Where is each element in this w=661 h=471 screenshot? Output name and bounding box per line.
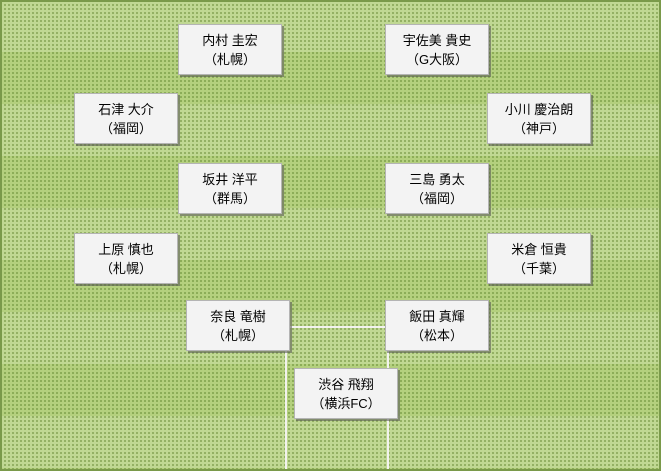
player-club: （札幌） (203, 51, 256, 67)
player-card[interactable]: 坂井 洋平 （群馬） (178, 163, 282, 214)
player-club: （福岡） (99, 120, 152, 136)
player-name: 三島 勇太 (409, 171, 465, 187)
player-card[interactable]: 上原 慎也 （札幌） (74, 233, 178, 284)
player-club: （神戸） (512, 120, 565, 136)
penalty-area-left-line (285, 326, 287, 471)
player-name: 米倉 恒貴 (511, 241, 567, 257)
player-name: 渋谷 飛翔 (318, 376, 374, 392)
player-name: 小川 慶治朗 (504, 101, 574, 117)
player-name: 奈良 竜樹 (210, 308, 266, 324)
player-card[interactable]: 渋谷 飛翔 （横浜FC） (294, 368, 398, 419)
player-card[interactable]: 小川 慶治朗 （神戸） (487, 93, 591, 144)
penalty-area-top-line (285, 326, 389, 328)
player-club: （千葉） (512, 260, 565, 276)
player-club: （札幌） (99, 260, 152, 276)
player-card[interactable]: 飯田 真輝 （松本） (385, 300, 489, 351)
player-name: 上原 慎也 (98, 241, 154, 257)
player-club: （群馬） (203, 190, 256, 206)
player-name: 石津 大介 (98, 101, 154, 117)
player-card[interactable]: 米倉 恒貴 （千葉） (487, 233, 591, 284)
player-card[interactable]: 宇佐美 貴史 （G大阪） (385, 24, 489, 75)
player-card[interactable]: 内村 圭宏 （札幌） (178, 24, 282, 75)
player-club: （横浜FC） (311, 395, 381, 411)
player-card[interactable]: 石津 大介 （福岡） (74, 93, 178, 144)
player-card[interactable]: 三島 勇太 （福岡） (385, 163, 489, 214)
player-club: （福岡） (410, 190, 463, 206)
player-club: （松本） (410, 327, 463, 343)
player-club: （G大阪） (405, 51, 469, 67)
player-name: 坂井 洋平 (202, 171, 258, 187)
player-name: 宇佐美 貴史 (402, 32, 472, 48)
player-club: （札幌） (211, 327, 264, 343)
player-name: 内村 圭宏 (202, 32, 258, 48)
player-card[interactable]: 奈良 竜樹 （札幌） (186, 300, 290, 351)
player-name: 飯田 真輝 (409, 308, 465, 324)
